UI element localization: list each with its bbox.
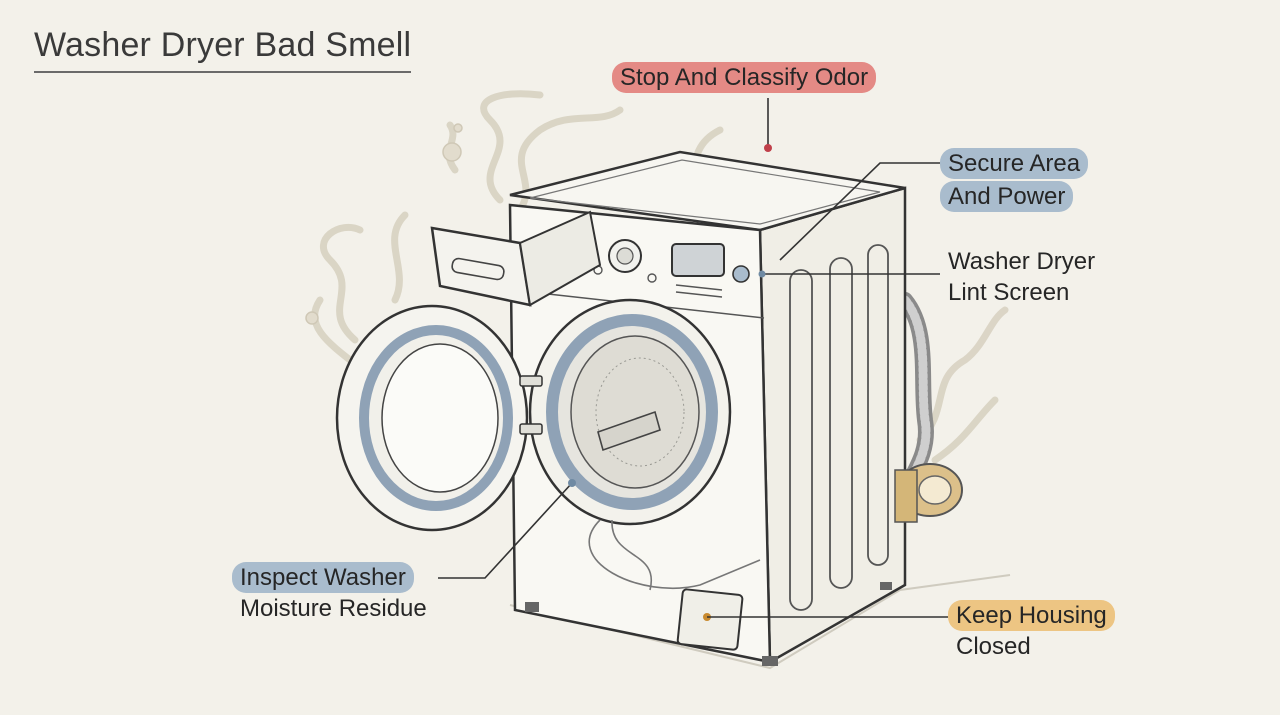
label-secure-line2: And Power	[940, 181, 1074, 212]
label-keep-housing-closed: Keep Housing Closed	[948, 600, 1115, 662]
drum-paddle	[597, 410, 661, 452]
residue-trails	[588, 519, 761, 591]
label-secure-line1: Secure Area	[940, 148, 1089, 179]
label-keep-line2: Closed	[956, 633, 1031, 660]
label-stop-text: Stop And Classify Odor	[612, 62, 877, 93]
label-lint-line2: Lint Screen	[948, 279, 1070, 306]
label-washer-dryer-lint-screen: Washer Dryer Lint Screen	[940, 246, 1095, 308]
page-title: Washer Dryer Bad Smell	[34, 26, 412, 73]
smoke-puffs	[305, 123, 463, 325]
label-lint-line1: Washer Dryer	[948, 248, 1096, 275]
display-screen	[671, 243, 725, 277]
label-inspect-line2: Moisture Residue	[240, 595, 427, 622]
leader-dots	[568, 144, 772, 487]
label-stop-and-classify-odor: Stop And Classify Odor	[612, 62, 877, 93]
power-button	[732, 265, 750, 283]
label-inspect-washer-moisture-residue: Inspect Washer Moisture Residue	[232, 562, 427, 624]
leader-lines	[438, 98, 948, 618]
label-keep-line1: Keep Housing	[948, 600, 1115, 631]
top-surface	[509, 150, 906, 232]
open-door-glass	[381, 343, 499, 493]
label-inspect-line1: Inspect Washer	[232, 562, 414, 593]
side-panel-ribs	[789, 244, 889, 611]
label-secure-area-and-power: Secure Area And Power	[940, 148, 1089, 214]
